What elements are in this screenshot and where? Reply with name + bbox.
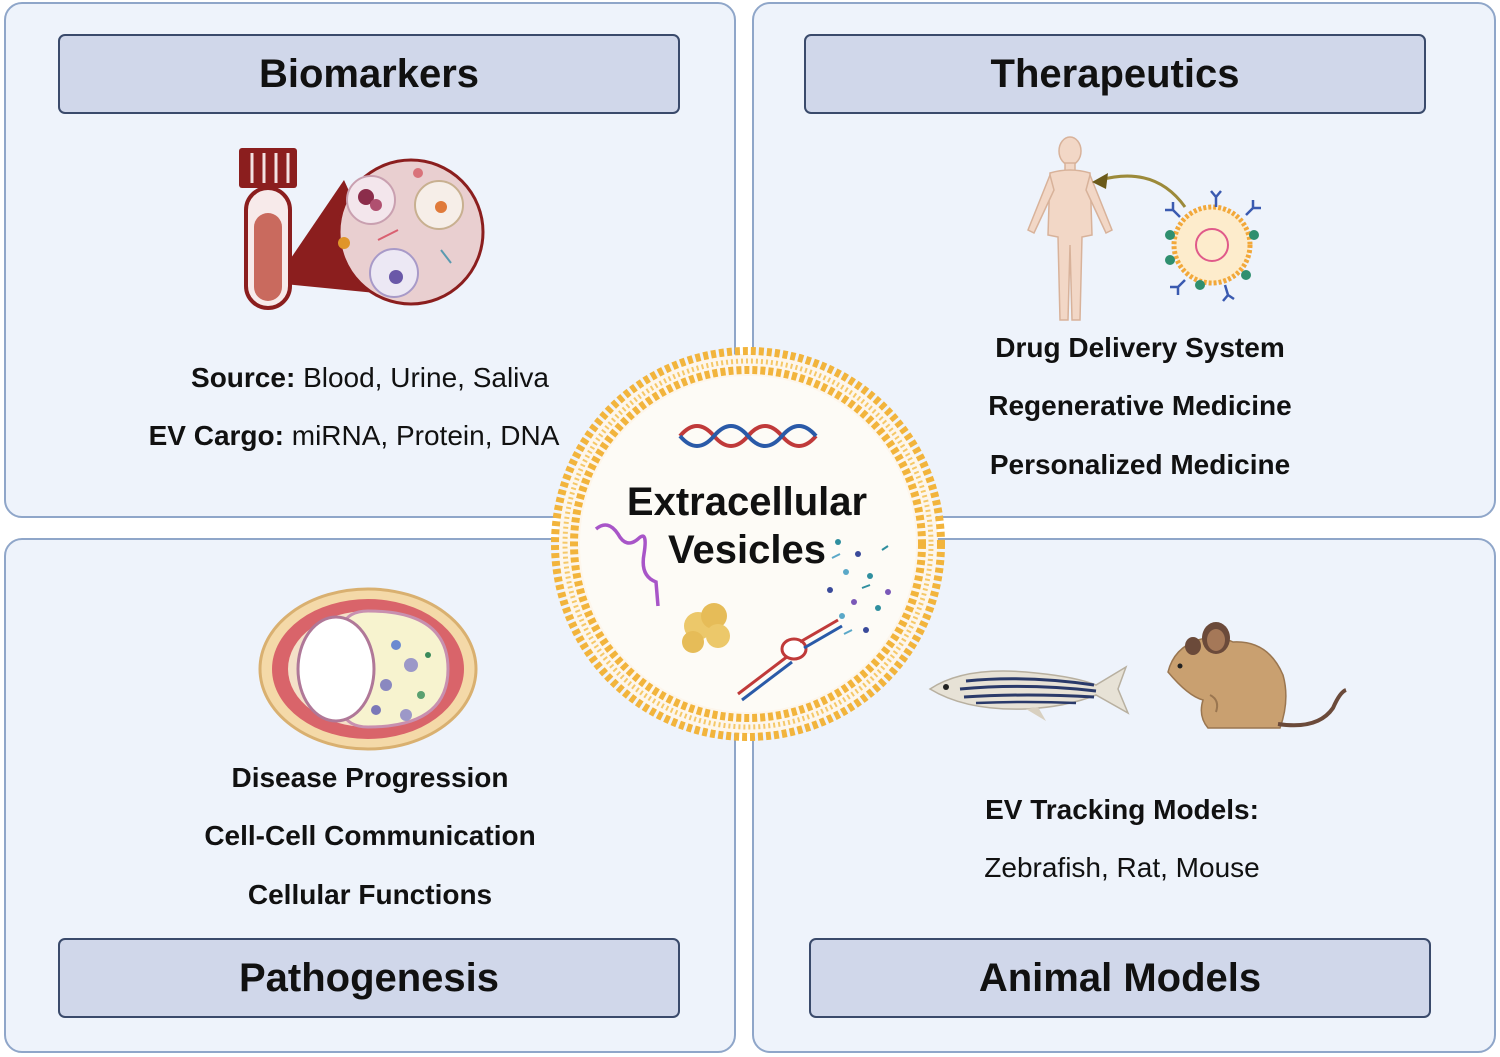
source-label: Source:	[191, 362, 296, 393]
therapeutics-item-drug-delivery: Drug Delivery System	[995, 332, 1285, 363]
rna-strand-icon	[594, 523, 660, 607]
animal-models-title: Animal Models	[809, 938, 1431, 1018]
pathogenesis-item-disease-progression: Disease Progression	[231, 762, 509, 793]
cargo-value: miRNA, Protein, DNA	[291, 420, 560, 451]
biomarkers-title: Biomarkers	[58, 34, 680, 114]
pathogenesis-item-cell-communication: Cell-Cell Communication	[204, 820, 536, 851]
therapeutics-item-personalized: Personalized Medicine	[989, 449, 1291, 480]
mouse-icon	[1167, 622, 1347, 729]
center-title: Extracellular Vesicles	[597, 478, 897, 574]
therapeutics-item-regenerative: Regenerative Medicine	[988, 390, 1292, 421]
hairpin-rna-icon	[737, 618, 843, 702]
center-title-line1: Extracellular	[626, 480, 868, 524]
animal-models-heading: EV Tracking Models:	[985, 794, 1259, 825]
extracellular-vesicle-icon	[551, 347, 945, 741]
pathogenesis-item-cellular-functions: Cellular Functions	[247, 879, 493, 910]
cargo-label: EV Cargo:	[148, 420, 284, 451]
source-value: Blood, Urine, Saliva	[303, 362, 549, 393]
pathogenesis-title: Pathogenesis	[58, 938, 680, 1018]
human-body-vesicle-icon	[1027, 136, 1261, 321]
test-tube-sample-icon	[239, 148, 485, 310]
animal-models-species: Zebrafish, Rat, Mouse	[984, 852, 1260, 883]
particles-icon	[827, 539, 891, 635]
center-title-line2: Vesicles	[668, 528, 826, 572]
therapeutics-title: Therapeutics	[804, 34, 1426, 114]
zebrafish-icon	[928, 665, 1130, 721]
dna-icon	[678, 424, 818, 448]
blood-vessel-plaque-icon	[258, 587, 478, 751]
protein-icon	[682, 603, 730, 653]
